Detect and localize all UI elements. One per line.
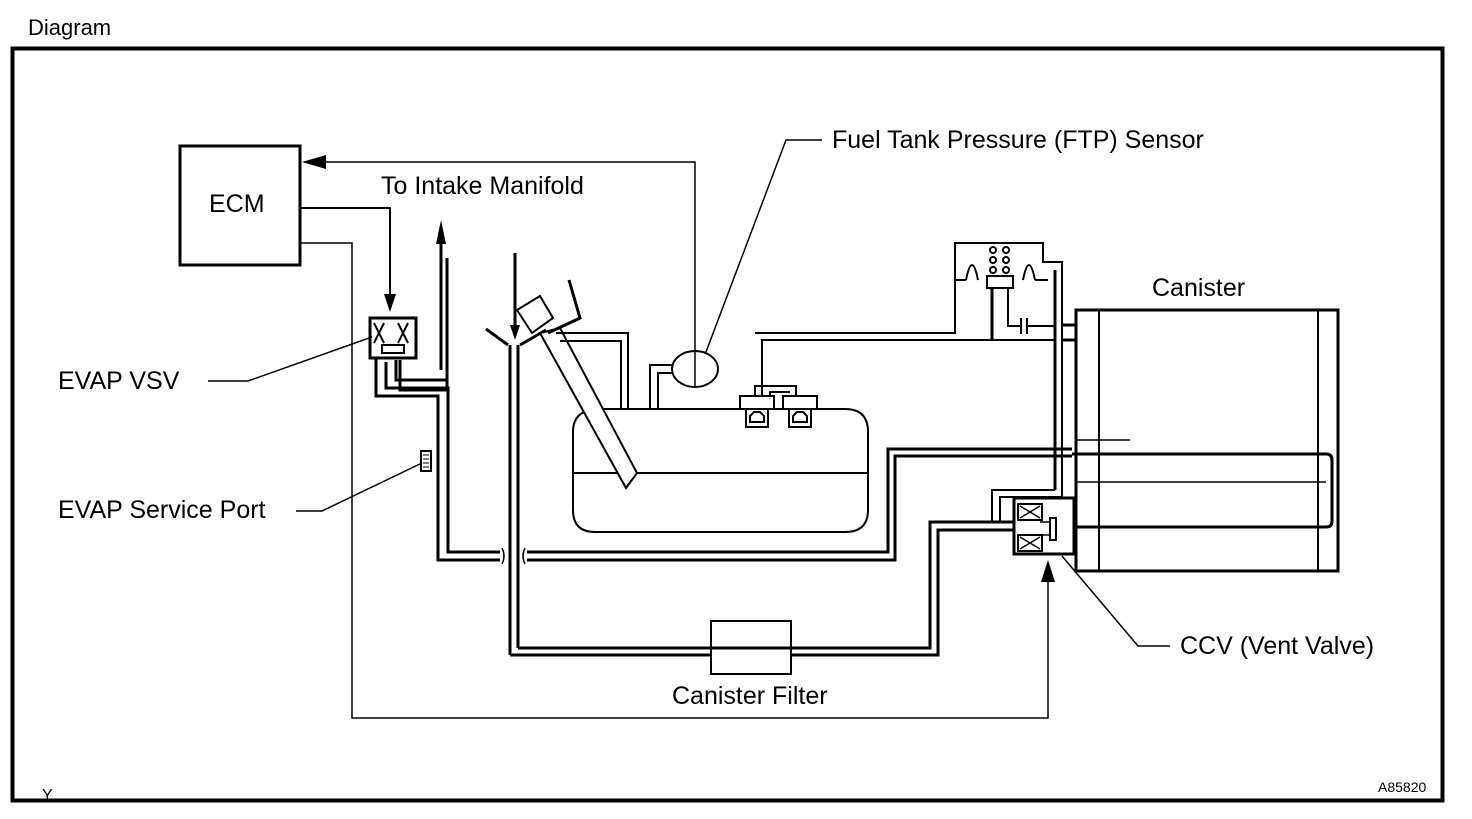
ecm-box: ECM (178, 144, 302, 267)
ccv-vent-valve (1012, 496, 1076, 556)
ccv-drive-arrow (1041, 560, 1055, 582)
ecm-label: ECM (209, 190, 265, 218)
ccv-label: CCV (Vent Valve) (1180, 632, 1374, 660)
page-title: Diagram (28, 15, 111, 40)
evap-vsv-leader (208, 336, 373, 382)
intake-arrow-icon (436, 220, 446, 244)
fuel-tank (572, 408, 869, 533)
service-port-leader (296, 462, 423, 512)
footer-mark: Y (42, 787, 53, 804)
evap-service-port-label: EVAP Service Port (58, 496, 266, 524)
purge-line (527, 447, 1072, 562)
evap-vsv (368, 316, 500, 562)
evap-vsv-label: EVAP VSV (58, 367, 180, 395)
canister-filter-label: Canister Filter (672, 682, 828, 710)
canister (1045, 308, 1340, 573)
ftp-sensor (649, 350, 719, 409)
intake-manifold-line (398, 220, 449, 392)
figure-id: A85820 (1378, 779, 1426, 795)
ecm-vsv-wire (300, 207, 396, 312)
canister-filter (710, 620, 792, 675)
evap-service-port (420, 450, 432, 472)
intake-manifold-label: To Intake Manifold (381, 172, 584, 200)
ftp-sensor-leader (705, 139, 822, 353)
ftp-signal-wire (302, 155, 696, 385)
ecm-ccv-wire (300, 242, 1055, 719)
ecm-input-arrow (302, 155, 326, 169)
pipe-break-marks (501, 547, 526, 565)
canister-label: Canister (1152, 274, 1245, 302)
pressure-valve-assembly (755, 242, 1063, 522)
vsv-drive-arrow (384, 294, 396, 312)
ccv-leader (1061, 555, 1170, 647)
rollover-valves (739, 339, 1055, 428)
diagram-frame (10, 46, 1445, 803)
air-inlet-arrow (510, 253, 520, 340)
filler-neck (515, 279, 639, 490)
ftp-sensor-label: Fuel Tank Pressure (FTP) Sensor (832, 126, 1204, 154)
